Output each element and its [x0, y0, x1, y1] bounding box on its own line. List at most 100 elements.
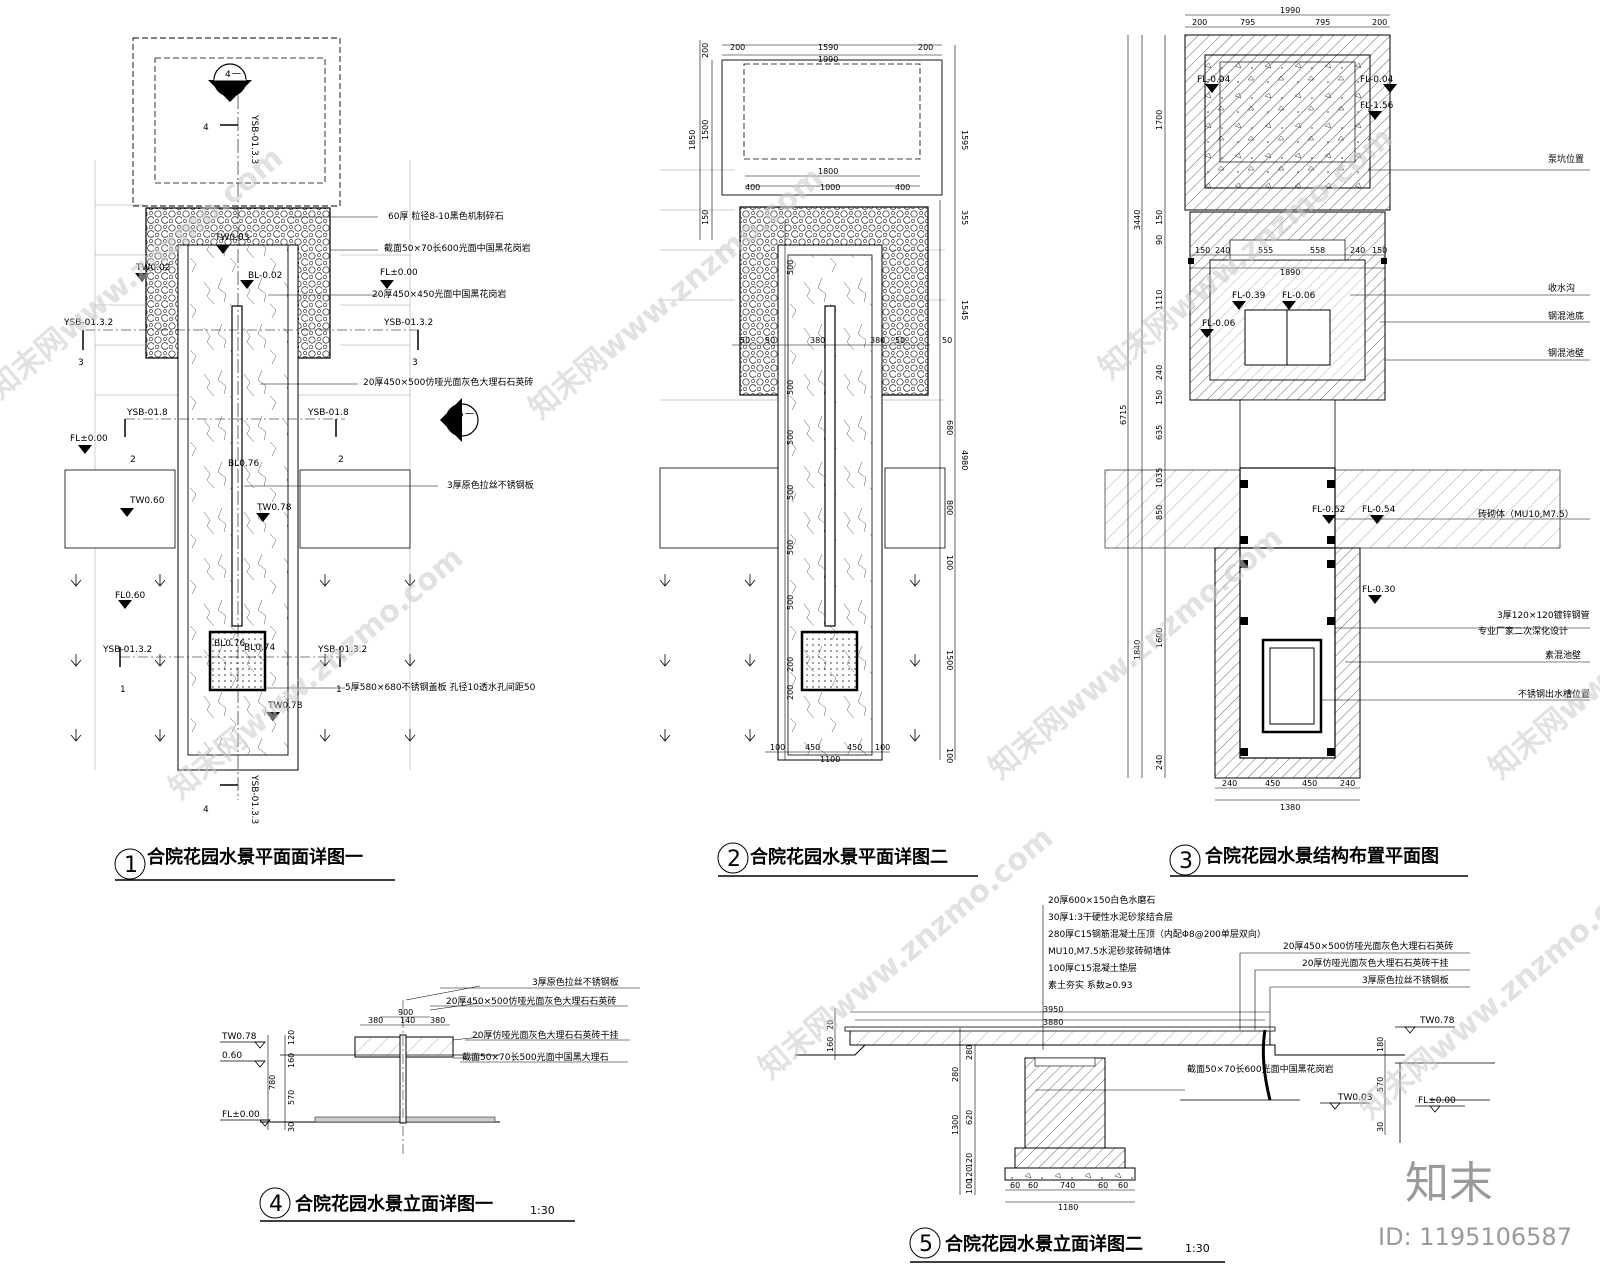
p3-dim: 1600 [1155, 628, 1164, 648]
svg-text:合院花园水景结构布置平面图: 合院花园水景结构布置平面图 [1205, 845, 1439, 867]
p3-dim: 555 [1258, 246, 1273, 255]
p2-dim: 380 [810, 336, 825, 345]
e5-dim: 570 [1376, 1077, 1385, 1092]
e4-dim: 380 [430, 1016, 445, 1025]
drawing-title-5: 5 合院花园水景立面详图二 1:30 [909, 1227, 1225, 1263]
p2-dim: 1990 [818, 55, 838, 64]
e5-dim: 620 [965, 1110, 974, 1125]
p3-dim: 240 [1340, 779, 1355, 788]
e4-dim: 120 [287, 1030, 296, 1045]
e5-level: TW0.03 [1337, 1093, 1372, 1103]
brand-watermark: 知末 [1405, 1158, 1493, 1209]
p3-level: FL-0.06 [1202, 319, 1236, 329]
e5-dim: 1180 [1058, 1203, 1078, 1212]
p1-section-ref: YSB-01.8 [126, 408, 168, 418]
e5-dim: 60 [1098, 1181, 1108, 1190]
p1-level: TW0.78 [256, 503, 292, 513]
p3-note: 砖砌体（MU10,M7.5） [1478, 508, 1574, 520]
p2-dim: 50 [740, 336, 750, 345]
p1-section-ref: YSB-01.8 [307, 408, 349, 418]
svg-text:1:30: 1:30 [1185, 1242, 1210, 1255]
p3-level: FL-1.56 [1360, 101, 1394, 111]
e5-dim: 30 [1376, 1122, 1385, 1132]
p1-note: 5厚580×680不锈钢盖板 孔径10透水孔间距50 [345, 681, 536, 693]
p1-section-ref: YSB-01.3.2 [102, 645, 152, 655]
e5-note-right: 20厚450×500仿哑光面灰色大理石石英砖 [1283, 940, 1453, 952]
p1-level: TW0.03 [214, 233, 249, 243]
p2-dim: 1000 [820, 183, 840, 192]
e5-dim: 280 [965, 1045, 974, 1060]
p1-section-ref: YSB-01.3.3 [249, 114, 259, 164]
svg-text:4: 4 [269, 1192, 283, 1217]
e4-level: FL±0.00 [222, 1110, 260, 1120]
p3-dim: 3440 [1133, 210, 1142, 230]
e4-dim: 900 [398, 1008, 413, 1017]
p3-level: FL-0.04 [1197, 75, 1231, 85]
drawing-title-3: 3 合院花园水景结构布置平面图 [1169, 844, 1468, 877]
e4-dim: 30 [287, 1122, 296, 1132]
p3-dim: 240 [1155, 365, 1164, 380]
p2-dim: 200 [786, 657, 795, 672]
e4-note: 20厚仿哑光面灰色大理石石英砖干挂 [472, 1029, 618, 1041]
p1-level: BL0.74 [244, 643, 276, 653]
p3-level: FL-0.39 [1232, 291, 1266, 301]
p2-dim: 100 [945, 748, 954, 763]
svg-text:合院花园水景立面详图二: 合院花园水景立面详图二 [945, 1233, 1143, 1255]
p3-dim: 450 [1265, 779, 1280, 788]
p2-dim: 400 [895, 183, 910, 192]
p2-dim: 500 [786, 595, 795, 610]
p2-dim: 500 [786, 260, 795, 275]
svg-text:合院花园水景立面详图一: 合院花园水景立面详图一 [295, 1193, 493, 1215]
e4-level: TW0.78 [221, 1032, 257, 1042]
p3-dim: 200 [1372, 18, 1387, 27]
e4-dim: 380 [368, 1016, 383, 1025]
p2-dim: 1850 [688, 130, 697, 150]
p2-dim: 1595 [960, 130, 969, 150]
p3-dim: 6715 [1119, 405, 1128, 425]
p3-note: 钢混池底 [1548, 310, 1584, 322]
p3-dim: 90 [1155, 235, 1164, 245]
p3-dim: 1035 [1155, 468, 1164, 488]
p3-dim: 240 [1222, 779, 1237, 788]
p2-dim: 200 [918, 43, 933, 52]
p1-section-ref: YSB-01.3.2 [63, 318, 113, 328]
p1-level: BL-0.02 [248, 271, 282, 281]
drawing-title-4: 4 合院花园水景立面详图一 1:30 [259, 1187, 575, 1222]
e4-note: 20厚450×500仿哑光面灰色大理石石英砖 [446, 995, 616, 1007]
p1-level: TW0.60 [129, 496, 165, 506]
elevation-detail-1: 900 380 140 380 120 160 570 780 30 TW0.7… [220, 976, 640, 1155]
e5-dim: 3950 [1043, 1005, 1063, 1014]
p2-dim: 1100 [820, 755, 840, 764]
e5-note-left: 30厚1:3干硬性水泥砂浆结合层 [1048, 911, 1173, 923]
p3-note: 不锈钢出水槽位置 [1518, 688, 1590, 700]
e4-dim: 780 [268, 1075, 277, 1090]
e4-level: 0.60 [222, 1051, 242, 1061]
p1-note: 20厚450×500仿哑光面灰色大理石石英砖 [363, 376, 533, 388]
e5-dim: 20 [826, 1020, 835, 1030]
p2-dim: 1500 [945, 650, 954, 670]
e5-note-left: 素土夯实 系数≥0.93 [1048, 979, 1132, 991]
p1-mark: 3 [412, 358, 418, 368]
e5-dim: 120 [965, 1167, 974, 1182]
p1-section-ref: YSB-01.3.2 [383, 318, 433, 328]
p1-level: BL0.76 [214, 639, 246, 649]
p2-dim: 680 [945, 420, 954, 435]
p2-dim: 380 [870, 336, 885, 345]
p2-dim: 100 [770, 743, 785, 752]
p1-level: TW0.78 [267, 701, 303, 711]
svg-text:合院花园水景平面面详图一: 合院花园水景平面面详图一 [147, 846, 363, 868]
e5-dim: 120 [965, 1153, 974, 1168]
p3-dim: 200 [1192, 18, 1207, 27]
svg-text:1: 1 [124, 853, 138, 878]
e5-dim: 1300 [951, 1115, 960, 1135]
p3-level: FL-0.62 [1312, 505, 1345, 515]
p1-level: FL0.60 [115, 591, 146, 601]
p3-dim: 635 [1155, 425, 1164, 440]
p2-dim: 150 [701, 210, 710, 225]
p1-mark: 3 [78, 358, 84, 368]
p2-dim: 500 [786, 430, 795, 445]
p1-level: BL0.76 [228, 459, 260, 469]
svg-text:3: 3 [1179, 849, 1193, 874]
p3-note: 钢混池壁 [1548, 347, 1584, 359]
p3-level: FL-0.04 [1360, 75, 1394, 85]
